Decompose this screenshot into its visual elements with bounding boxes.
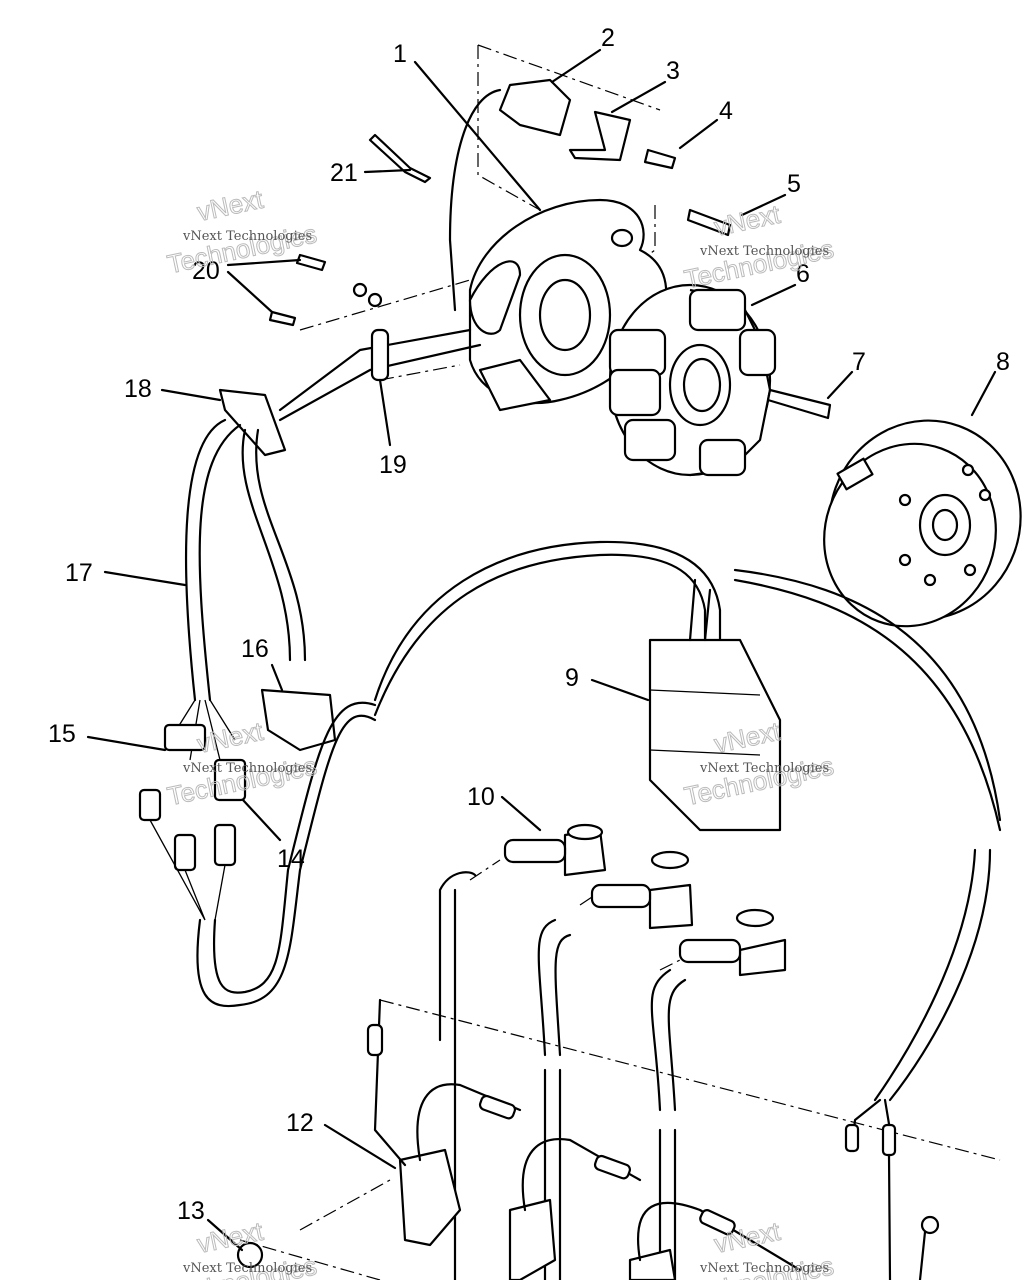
- stator-plate: [468, 198, 668, 412]
- callout-14: 14: [277, 845, 305, 873]
- flywheel: [823, 419, 1022, 628]
- watermark-caption: vNext Technologies: [699, 1261, 829, 1276]
- watermark-text: vNext: [194, 716, 266, 759]
- watermark-text: Technologies: [682, 750, 837, 811]
- callout-4: 4: [719, 97, 733, 125]
- watermark-text: vNext: [711, 1216, 783, 1259]
- watermark-caption: vNext Technologies: [182, 761, 312, 776]
- callout-1: 1: [393, 40, 407, 68]
- callout-17: 17: [65, 559, 93, 587]
- watermark-text: Technologies: [165, 750, 320, 811]
- callout-3: 3: [666, 57, 680, 85]
- callout-12: 12: [286, 1109, 314, 1137]
- wire-harness: [138, 328, 1002, 1102]
- watermark-text: Technologies: [682, 233, 837, 294]
- callout-2: 2: [601, 24, 615, 52]
- stator-coil: [608, 283, 777, 477]
- callout-20: 20: [192, 257, 220, 285]
- watermark-text: vNext: [194, 1216, 266, 1259]
- callout-13: 13: [177, 1197, 205, 1225]
- ground-leads: [236, 1098, 940, 1280]
- callout-10: 10: [467, 783, 495, 811]
- watermark-caption: vNext Technologies: [182, 229, 312, 244]
- watermark-text: vNext: [711, 716, 783, 759]
- ignition-coils: [366, 998, 802, 1280]
- callout-8: 8: [996, 348, 1010, 376]
- callout-7: 7: [852, 348, 866, 376]
- callout-6: 6: [796, 260, 810, 288]
- watermark-text: Technologies: [165, 218, 320, 279]
- callout-18: 18: [124, 375, 152, 403]
- watermark-text: vNext: [194, 184, 266, 227]
- fasteners: [268, 78, 832, 420]
- watermark-caption: vNext Technologies: [699, 244, 829, 259]
- leader-lines: [86, 48, 997, 1252]
- callout-5: 5: [787, 170, 801, 198]
- callout-16: 16: [241, 635, 269, 663]
- callout-15: 15: [48, 720, 76, 748]
- watermark-text: vNext: [711, 199, 783, 242]
- callout-9: 9: [565, 664, 579, 692]
- callout-21: 21: [330, 159, 358, 187]
- watermark-caption: vNext Technologies: [699, 761, 829, 776]
- cdi-box: [648, 578, 782, 832]
- callout-19: 19: [379, 451, 407, 479]
- watermark-caption: vNext Technologies: [182, 1261, 312, 1276]
